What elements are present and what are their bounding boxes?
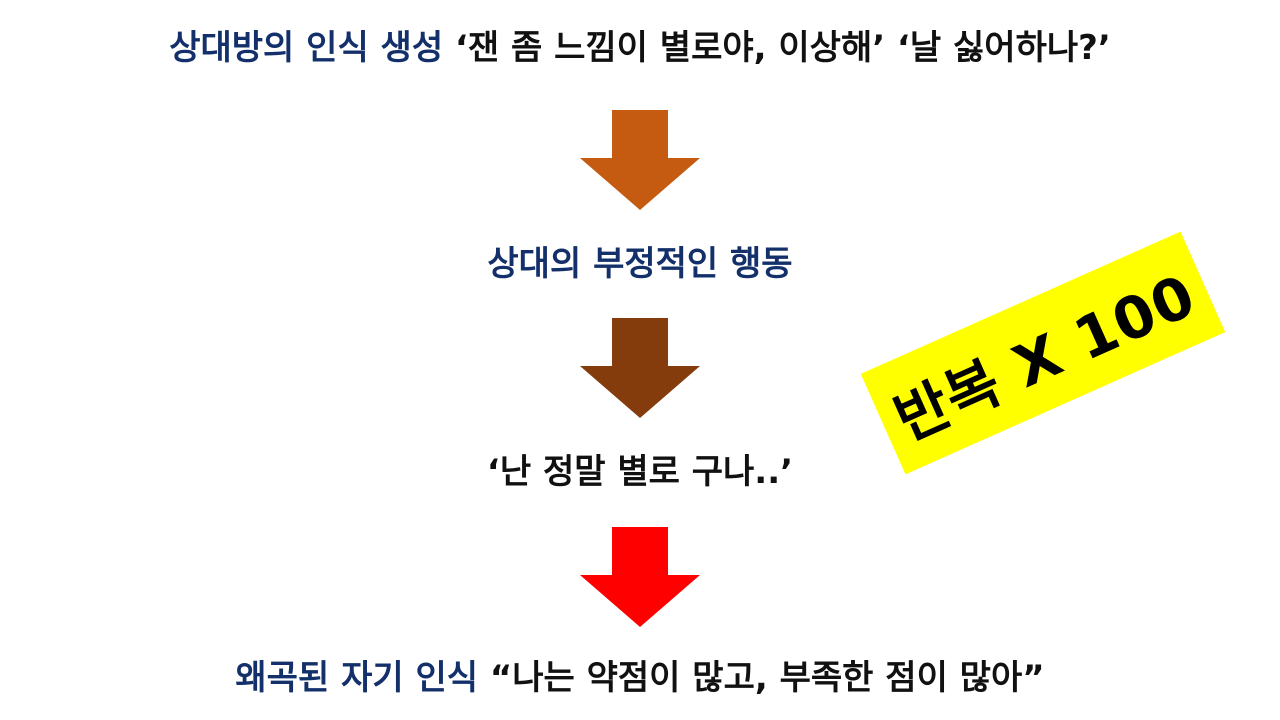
step-2-label: 상대의 부정적인 행동 <box>487 244 793 284</box>
step-2-text: 상대의 부정적인 행동 <box>0 242 1280 286</box>
down-arrow-3 <box>580 527 700 627</box>
step-3-quote: ‘난 정말 별로 구나..’ <box>486 452 794 492</box>
step-4-text: 왜곡된 자기 인식 “나는 약점이 많고, 부족한 점이 많아” <box>0 656 1280 700</box>
step-1-label: 상대방의 인식 생성 <box>169 28 444 68</box>
step-3-text: ‘난 정말 별로 구나..’ <box>0 450 1280 494</box>
step-1-text: 상대방의 인식 생성 ‘잰 좀 느낌이 별로야, 이상해’ ‘날 싫어하나?’ <box>0 26 1280 70</box>
step-4-label: 왜곡된 자기 인식 <box>235 658 479 698</box>
down-arrow-2 <box>580 318 700 418</box>
step-4-quote: “나는 약점이 많고, 부족한 점이 많아” <box>489 658 1045 698</box>
step-1-quote: ‘잰 좀 느낌이 별로야, 이상해’ ‘날 싫어하나?’ <box>454 28 1111 68</box>
down-arrow-1 <box>580 110 700 210</box>
